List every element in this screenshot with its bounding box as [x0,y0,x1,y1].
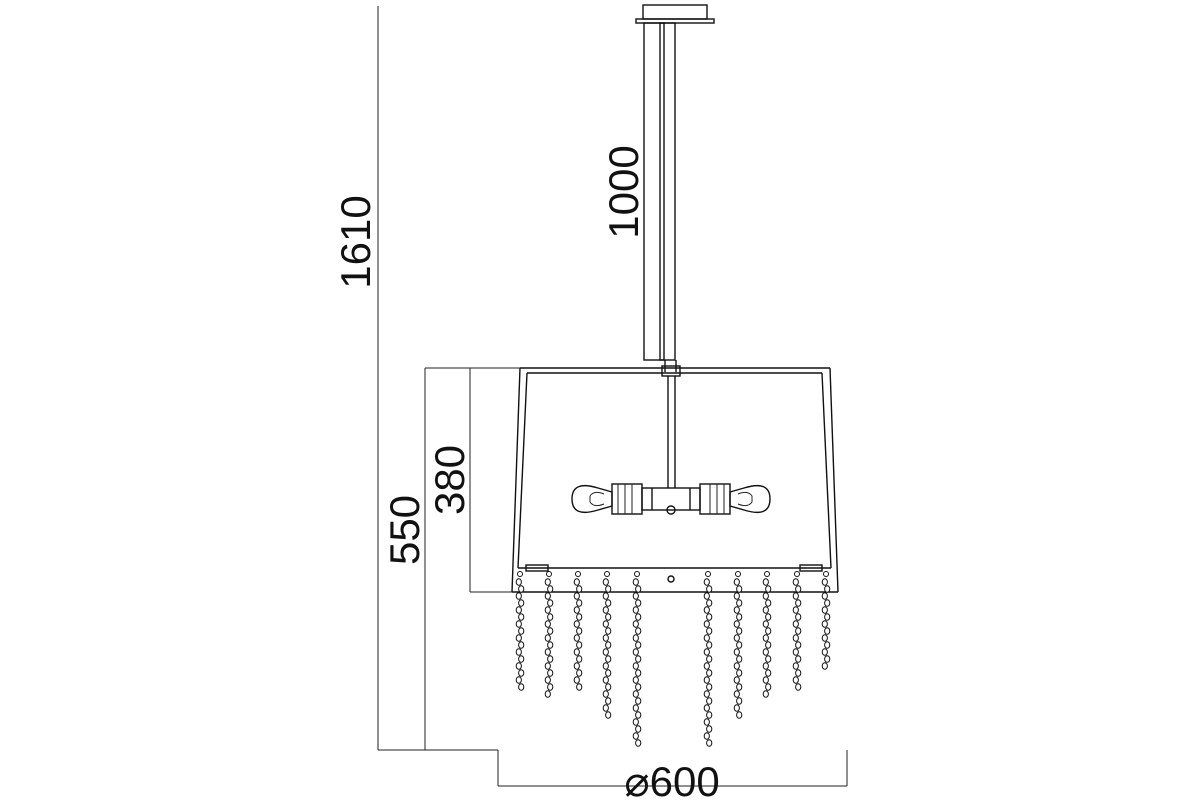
bead-strand [573,571,583,691]
crystal-bead-strands [515,571,831,747]
dim-fixture-height-label: 550 [381,495,428,565]
dim-shade-height-label: 380 [426,445,473,515]
lamp-shade [511,367,839,593]
ceiling-canopy [635,4,715,24]
dim-diameter-label: ⌀600 [624,758,719,800]
socket-bar [611,483,731,515]
bead-strand [632,571,642,747]
bead-strand [762,571,772,698]
bead-strand [792,571,802,691]
dimension-lines [377,6,848,787]
suspension-rod [643,22,677,372]
bead-strand [544,571,554,698]
bead-strand [602,571,612,719]
light-bulb-right [729,484,771,514]
bead-strand [703,571,713,747]
bead-strand [821,571,831,670]
bead-strand [515,571,525,691]
dim-overall-height-label: 1610 [332,195,379,288]
light-bulb-left [571,484,613,514]
bead-strand [733,571,743,719]
dim-rod-length-label: 1000 [600,145,647,238]
central-stem [661,365,681,583]
